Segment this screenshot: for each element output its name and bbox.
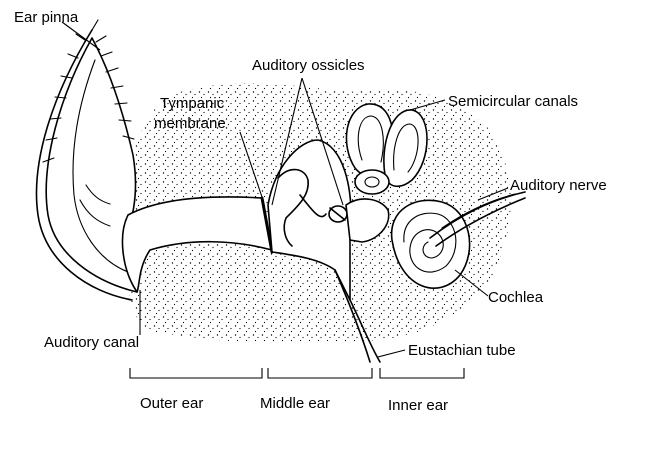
label-auditory-ossicles: Auditory ossicles bbox=[252, 57, 365, 74]
ear-pinna bbox=[35, 19, 138, 301]
label-ear-pinna: Ear pinna bbox=[14, 9, 79, 26]
label-cochlea: Cochlea bbox=[488, 289, 544, 306]
label-tympanic-line2: membrane bbox=[154, 115, 226, 132]
auditory-canal-shape bbox=[121, 196, 273, 293]
eustachian-tube-shape bbox=[334, 269, 381, 363]
middle-ear-cavity bbox=[267, 139, 352, 301]
section-brackets bbox=[129, 368, 465, 379]
label-eustachian-tube: Eustachian tube bbox=[408, 342, 516, 359]
label-inner-ear: Inner ear bbox=[388, 397, 448, 414]
auditory-nerve-shape bbox=[429, 191, 526, 247]
label-auditory-nerve: Auditory nerve bbox=[510, 177, 607, 194]
label-semicircular-canals: Semicircular canals bbox=[448, 93, 578, 110]
vestibule-shape bbox=[345, 198, 390, 243]
semicircular-canals-shape bbox=[345, 103, 428, 195]
tympanic-membrane-shape bbox=[260, 196, 274, 254]
label-tympanic-line1: Tympanic bbox=[160, 95, 225, 112]
label-middle-ear: Middle ear bbox=[260, 395, 330, 412]
label-outer-ear: Outer ear bbox=[140, 395, 203, 412]
label-auditory-canal: Auditory canal bbox=[44, 334, 139, 351]
leader-lines bbox=[61, 21, 509, 358]
